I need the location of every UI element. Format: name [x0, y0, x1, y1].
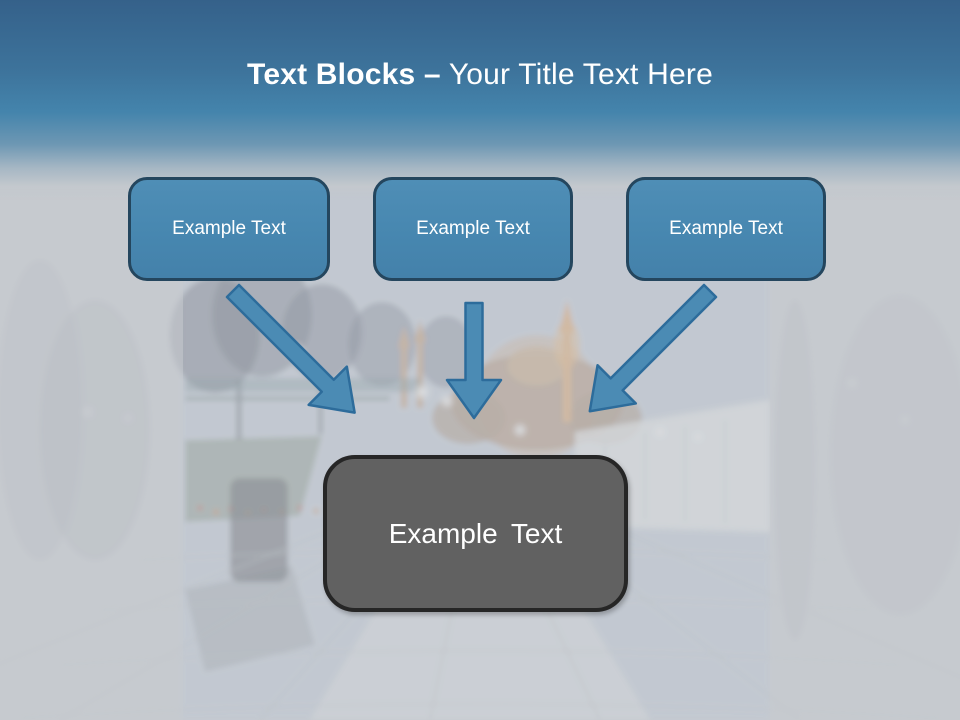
header-banner	[0, 0, 960, 200]
result-block[interactable]: Example Text	[323, 455, 628, 612]
title-bold-text: Text Blocks –	[247, 58, 441, 91]
text-block-3[interactable]: Example Text	[626, 177, 826, 281]
page-title[interactable]: Text Blocks – Your Title Text Here	[0, 56, 960, 94]
text-block-3-label: Example Text	[669, 218, 783, 239]
result-block-label: Example Text	[388, 517, 563, 549]
text-block-2-label: Example Text	[416, 218, 530, 239]
text-block-2[interactable]: Example Text	[373, 177, 573, 281]
title-regular-text: Your Title Text Here	[448, 58, 713, 91]
text-block-1[interactable]: Example Text	[128, 177, 330, 281]
text-block-1-label: Example Text	[172, 218, 286, 239]
